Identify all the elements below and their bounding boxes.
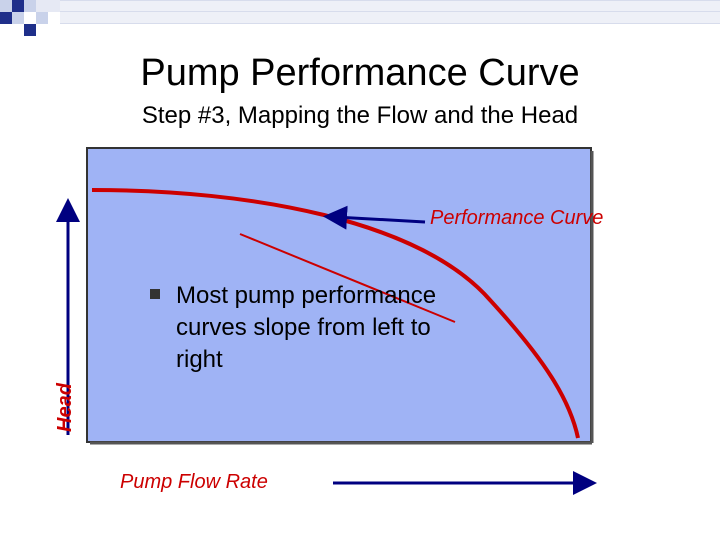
slide-title: Pump Performance Curve [140, 52, 580, 94]
slide-subtitle: Step #3, Mapping the Flow and the Head [141, 102, 579, 129]
bullet-text: Most pump performance curves slope from … [176, 282, 437, 373]
title-decoration [0, 0, 720, 36]
chart-panel-border [86, 147, 594, 445]
performance-curve [91, 188, 580, 439]
curve-label-arrow [323, 205, 426, 230]
y-axis-label: Head [54, 383, 76, 432]
slope-indicator-line [239, 233, 456, 323]
chart-panel [86, 147, 590, 441]
bullet-square-icon [150, 289, 160, 299]
x-axis-label: Pump Flow Rate [120, 471, 268, 493]
curve-label: Performance Curve [430, 207, 604, 229]
